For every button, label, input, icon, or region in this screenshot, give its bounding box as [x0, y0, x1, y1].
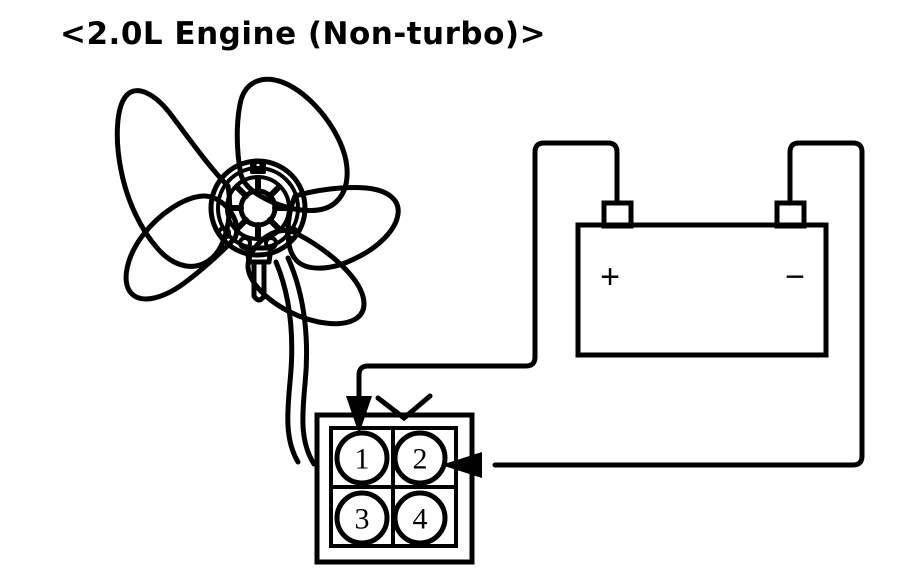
negative-battery-cable	[492, 140, 865, 468]
pin-circle-4	[392, 490, 448, 546]
positive-battery-cable	[356, 140, 620, 401]
fan-blade-top	[234, 76, 350, 214]
battery-positive-symbol: +	[600, 258, 620, 296]
battery: + −	[575, 200, 829, 358]
pin-label-1: 1	[355, 443, 370, 476]
pin-label-4: 4	[413, 503, 428, 536]
fan-motor-shaft	[251, 259, 267, 303]
fan-lead-wire-outer	[273, 259, 301, 465]
fan-blade-lower-left	[123, 193, 240, 302]
connector-pin-circles	[334, 430, 448, 546]
fan-hub-mount-lugs	[217, 160, 299, 250]
radiator-cooling-fan	[114, 76, 401, 327]
pin-circle-2	[392, 430, 448, 486]
fan-blade-upper-left	[114, 88, 233, 269]
fan-lead-wires	[273, 255, 317, 467]
fan-hub-spokes	[225, 175, 291, 241]
fan-hub-boss	[244, 245, 274, 265]
fan-blade-right-upper	[285, 185, 401, 271]
4-pin-connector: 1 2 3 4	[314, 412, 475, 565]
connector-outer-housing	[314, 412, 475, 565]
pin-circle-1	[334, 430, 390, 486]
battery-negative-symbol: −	[785, 258, 805, 296]
connector-latch-detail	[375, 393, 433, 422]
pin-label-3: 3	[355, 503, 370, 536]
page-title: <2.0L Engine (Non-turbo)>	[60, 16, 547, 52]
pin-label-2: 2	[413, 443, 428, 476]
pin-circle-3	[334, 490, 390, 546]
battery-case	[575, 222, 829, 358]
fan-lead-wire-inner	[285, 255, 317, 467]
